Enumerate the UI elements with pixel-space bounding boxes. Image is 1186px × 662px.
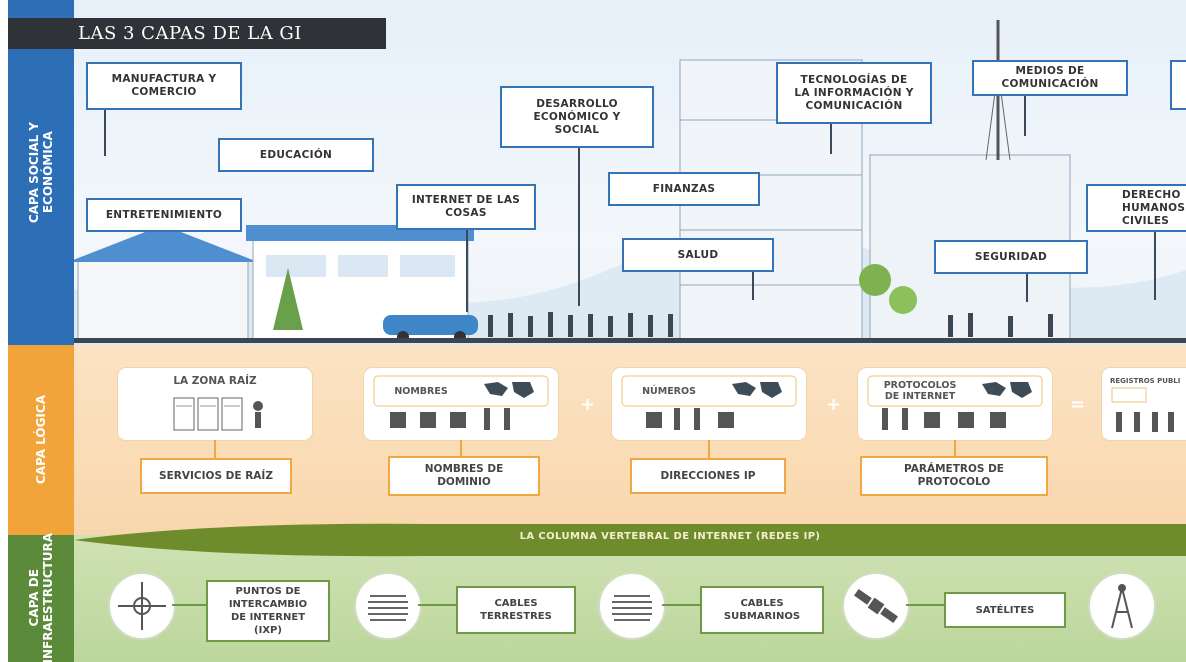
ict-box: TECNOLOGÍAS DE LA INFORMACIÓN Y COMUNICA… [776, 62, 932, 124]
equals-operator: = [1070, 394, 1086, 415]
ixp-box: PUNTOS DE INTERCAMBIO DE INTERNET (IXP) [206, 580, 330, 642]
world-map-icon [621, 375, 797, 430]
connector-line [460, 440, 462, 458]
registries-card: REGISTROS PUBLI [1102, 368, 1186, 440]
media-box: MEDIOS DE COMUNICACIÓN [972, 60, 1128, 96]
plus-operator: + [826, 394, 842, 415]
plus-operator: + [580, 394, 596, 415]
connector-line [1024, 96, 1026, 136]
social-economic-layer [8, 0, 1186, 345]
crosshair-icon [118, 582, 166, 630]
connector-line [708, 440, 710, 458]
internet-backbone-band [74, 523, 1186, 557]
world-map-icon [373, 375, 549, 430]
cable-icon [612, 595, 652, 621]
logic-layer-text: CAPA LÓGICA [34, 395, 48, 485]
economic-social-development-box: DESARROLLO ECONÓMICO Y SOCIAL [500, 86, 654, 148]
social-layer-text: CAPA SOCIAL Y ECONÓMICA [27, 121, 55, 224]
terrestrial-cables-box: CABLES TERRESTRES [456, 586, 576, 634]
ixp-circle [108, 572, 176, 640]
numbers-card: NÚMEROS [612, 368, 806, 440]
page-title: LAS 3 CAPAS DE LA GI [8, 18, 386, 49]
backbone-label: LA COLUMNA VERTEBRAL DE INTERNET (REDES … [519, 531, 821, 542]
connector-line [1026, 272, 1028, 302]
numbers-card-title: NÚMEROS [642, 386, 696, 397]
connector-line [104, 110, 106, 156]
connector-line [830, 124, 832, 154]
protocol-parameters-box: PARÁMETROS DE PROTOCOLO [860, 456, 1048, 496]
protocols-card: PROTOCOLOS DE INTERNET [858, 368, 1052, 440]
offscreen-box [1170, 60, 1186, 110]
world-map-icon [867, 375, 1043, 430]
connector-line [954, 440, 956, 458]
submarine-cables-box: CABLES SUBMARINOS [700, 586, 824, 634]
city-illustration [68, 20, 1186, 345]
logic-layer-label: CAPA LÓGICA [8, 345, 74, 535]
entertainment-box: ENTRETENIMIENTO [86, 198, 242, 232]
names-card-title: NOMBRES [394, 386, 448, 397]
domain-names-box: NOMBRES DE DOMINIO [388, 456, 540, 496]
connector-line [578, 146, 580, 306]
satellite-icon [854, 588, 898, 624]
satellites-box: SATÉLITES [944, 592, 1066, 628]
security-box: SEGURIDAD [934, 240, 1088, 274]
people-icon [1111, 387, 1174, 432]
connector-line [418, 604, 456, 606]
protocols-card-title: PROTOCOLOS DE INTERNET [883, 380, 957, 402]
infra-layer-label: CAPA DE INFRAESTRUCTURA [8, 533, 74, 662]
cable-icon [368, 595, 408, 621]
connector-line [214, 440, 216, 458]
connector-line [1154, 230, 1156, 300]
social-layer-label: CAPA SOCIAL Y ECONÓMICA [8, 0, 74, 345]
antenna-icon [1111, 584, 1133, 629]
root-services-box: SERVICIOS DE RAÍZ [140, 458, 292, 494]
health-box: SALUD [622, 238, 774, 272]
connector-line [906, 604, 944, 606]
education-box: EDUCACIÓN [218, 138, 374, 172]
names-card: NOMBRES [364, 368, 558, 440]
server-icon [173, 397, 263, 431]
root-zone-title: LA ZONA RAÍZ [173, 375, 257, 387]
human-rights-box: DERECHO HUMANOS CIVILES [1086, 184, 1186, 232]
connector-line [752, 270, 754, 300]
ip-addresses-box: DIRECCIONES IP [630, 458, 786, 494]
submarine-circle [598, 572, 666, 640]
antenna-circle [1088, 572, 1156, 640]
connector-line [466, 228, 468, 312]
connector-line [662, 604, 700, 606]
root-zone-card: LA ZONA RAÍZ [118, 368, 312, 440]
connector-line [172, 604, 206, 606]
satellite-circle [842, 572, 910, 640]
iot-box: INTERNET DE LAS COSAS [396, 184, 536, 230]
registries-card-title: REGISTROS PUBLI [1110, 377, 1181, 385]
terrestrial-circle [354, 572, 422, 640]
manufacturing-commerce-box: MANUFACTURA Y COMERCIO [86, 62, 242, 110]
finance-box: FINANZAS [608, 172, 760, 206]
